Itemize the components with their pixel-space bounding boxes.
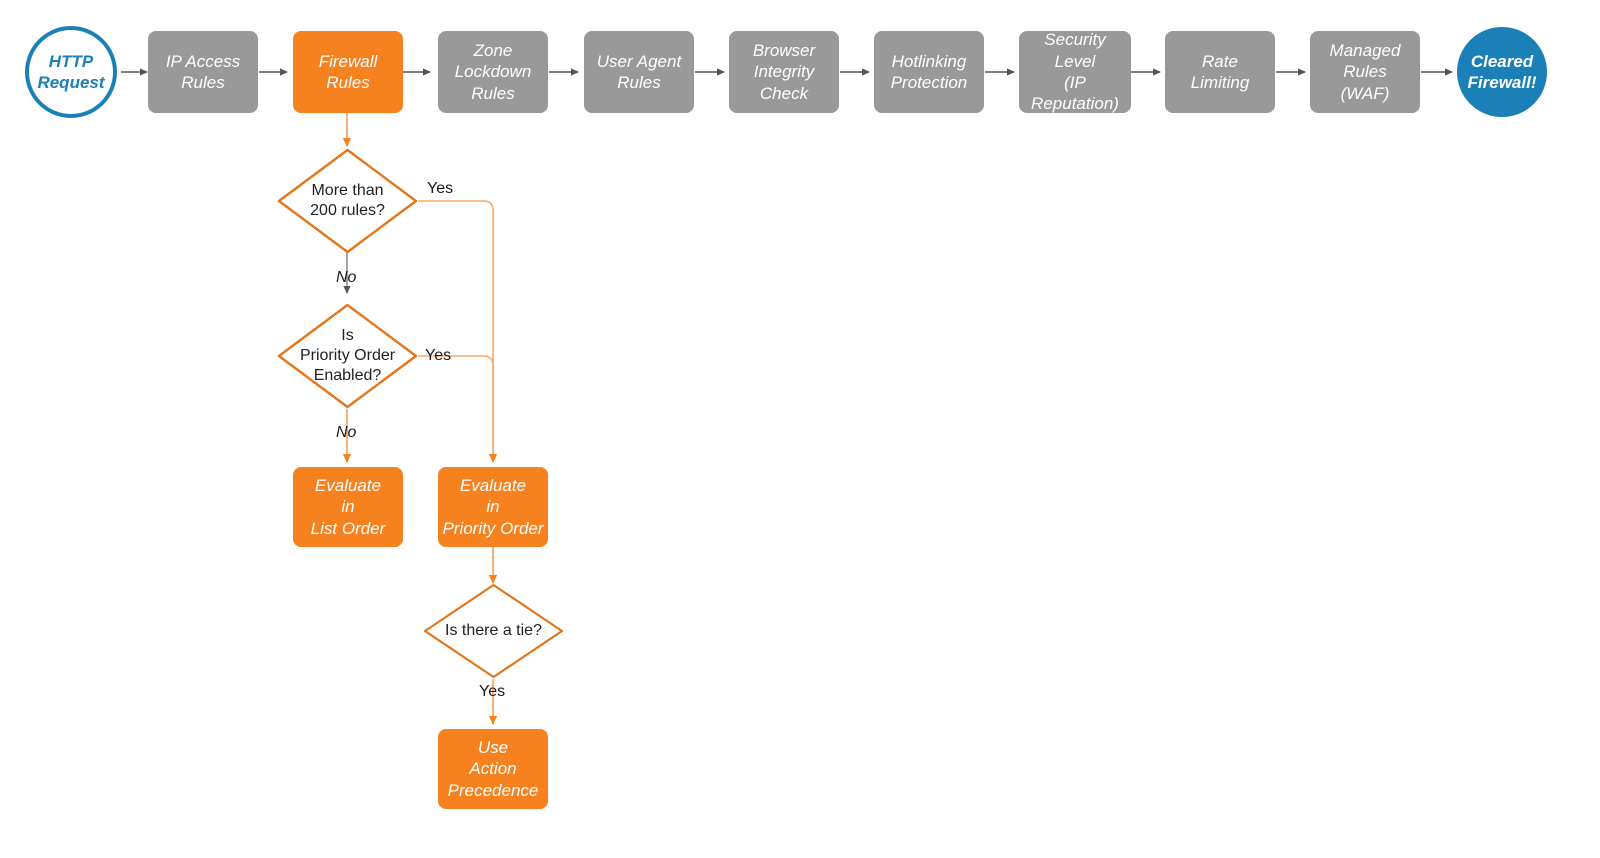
- node-zone-lockdown-rules-label: Zone Lockdown Rules: [454, 40, 532, 103]
- node-firewall-rules[interactable]: Firewall Rules: [293, 31, 403, 113]
- node-ip-access-rules[interactable]: IP Access Rules: [148, 31, 258, 113]
- node-cleared-firewall-label: Cleared Firewall!: [1467, 51, 1537, 92]
- node-browser-integrity-check[interactable]: Browser Integrity Check: [729, 31, 839, 113]
- node-more-than-200-rules[interactable]: More than 200 rules?: [277, 148, 418, 254]
- edge-label-yes-more-than-200-rules: Yes: [427, 180, 454, 197]
- node-cleared-firewall[interactable]: Cleared Firewall!: [1457, 27, 1547, 117]
- node-hotlinking-protection-label: Hotlinking Protection: [890, 51, 968, 92]
- node-user-agent-rules[interactable]: User Agent Rules: [584, 31, 694, 113]
- node-security-level[interactable]: Security Level (IP Reputation): [1019, 30, 1131, 114]
- node-http-request-label: HTTP Request: [37, 51, 105, 92]
- node-is-priority-order-enabled[interactable]: Is Priority Order Enabled?: [277, 303, 418, 409]
- edge-label-yes-is-there-a-tie: Yes: [479, 683, 506, 700]
- node-is-there-a-tie[interactable]: Is there a tie?: [423, 583, 564, 679]
- node-firewall-rules-label: Firewall Rules: [318, 51, 378, 92]
- node-http-request[interactable]: HTTP Request: [25, 26, 117, 118]
- node-rate-limiting[interactable]: Rate Limiting: [1165, 31, 1275, 113]
- is-there-a-tie-diamond-shape: [423, 583, 564, 679]
- edge-label-yes-is-priority-order-enabled: Yes: [425, 347, 452, 364]
- node-zone-lockdown-rules[interactable]: Zone Lockdown Rules: [438, 31, 548, 113]
- node-use-action-precedence-label: Use Action Precedence: [447, 737, 539, 800]
- node-evaluate-in-list-order[interactable]: Evaluate in List Order: [293, 467, 403, 547]
- node-evaluate-in-priority-order-label: Evaluate in Priority Order: [442, 475, 544, 538]
- more-than-200-rules-diamond-shape: [277, 148, 418, 254]
- is-priority-order-enabled-diamond-shape: [277, 303, 418, 409]
- node-is-priority-order-enabled-label: Is Priority Order Enabled?: [299, 327, 396, 384]
- node-ip-access-rules-label: IP Access Rules: [165, 51, 241, 92]
- node-managed-rules-waf-label: Managed Rules (WAF): [1329, 40, 1401, 103]
- node-evaluate-in-priority-order[interactable]: Evaluate in Priority Order: [438, 467, 548, 547]
- node-rate-limiting-label: Rate Limiting: [1190, 51, 1250, 92]
- node-managed-rules-waf[interactable]: Managed Rules (WAF): [1310, 31, 1420, 113]
- node-evaluate-in-list-order-label: Evaluate in List Order: [310, 475, 386, 538]
- node-hotlinking-protection[interactable]: Hotlinking Protection: [874, 31, 984, 113]
- edge-priority-order-yes-to-priority-order-box: [418, 355, 494, 452]
- node-user-agent-rules-label: User Agent Rules: [596, 51, 682, 92]
- node-more-than-200-rules-label: More than 200 rules?: [310, 182, 385, 219]
- node-use-action-precedence[interactable]: Use Action Precedence: [438, 729, 548, 809]
- edge-label-no-more-than-200-rules: No: [336, 269, 357, 286]
- edge-more-than-200-yes-to-priority-order-box: [418, 200, 498, 463]
- edge-label-no-is-priority-order-enabled: No: [336, 424, 357, 441]
- node-security-level-label: Security Level (IP Reputation): [1031, 30, 1119, 114]
- node-browser-integrity-check-label: Browser Integrity Check: [752, 40, 816, 103]
- node-is-there-a-tie-label: Is there a tie?: [445, 622, 542, 639]
